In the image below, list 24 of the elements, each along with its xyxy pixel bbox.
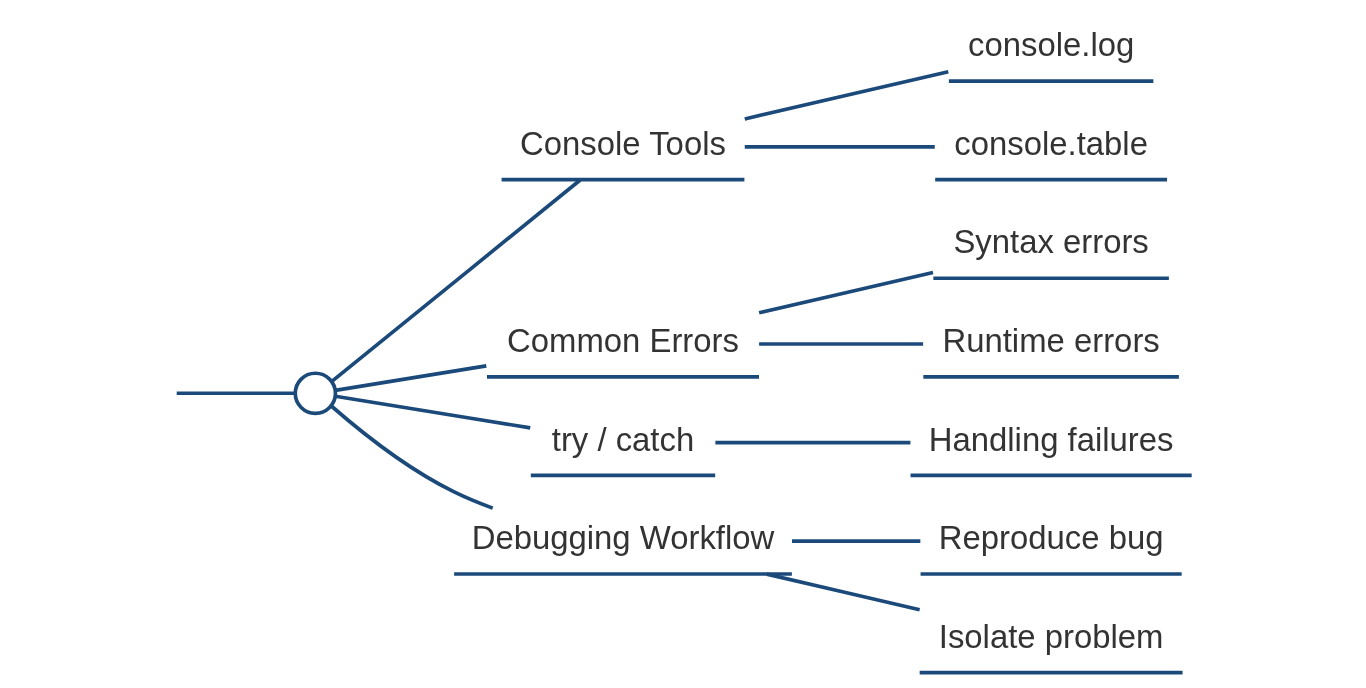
connector [791,539,920,543]
node-text: console.log [967,26,1134,64]
connector [176,391,295,396]
node-text: Isolate problem [938,617,1163,655]
node-text: Debugging Workflow [471,519,774,557]
node-text: Handling failures [928,420,1173,458]
node-text: Syntax errors [952,223,1149,261]
node-text: try / catch [551,420,694,458]
connector [765,572,920,612]
connector [743,69,949,121]
connector [334,394,531,430]
connector [714,440,910,445]
node-text: Console Tools [519,124,726,162]
node-text: Reproduce bug [938,519,1163,557]
node-text: Runtime errors [941,322,1160,360]
connector [329,404,493,510]
connector [330,178,581,383]
node-text: console.table [953,124,1148,162]
connector [744,145,935,149]
connector [758,342,923,346]
node-text: Common Errors [506,322,739,360]
connector [334,364,487,393]
connector [758,270,933,315]
node-circle [292,371,337,416]
